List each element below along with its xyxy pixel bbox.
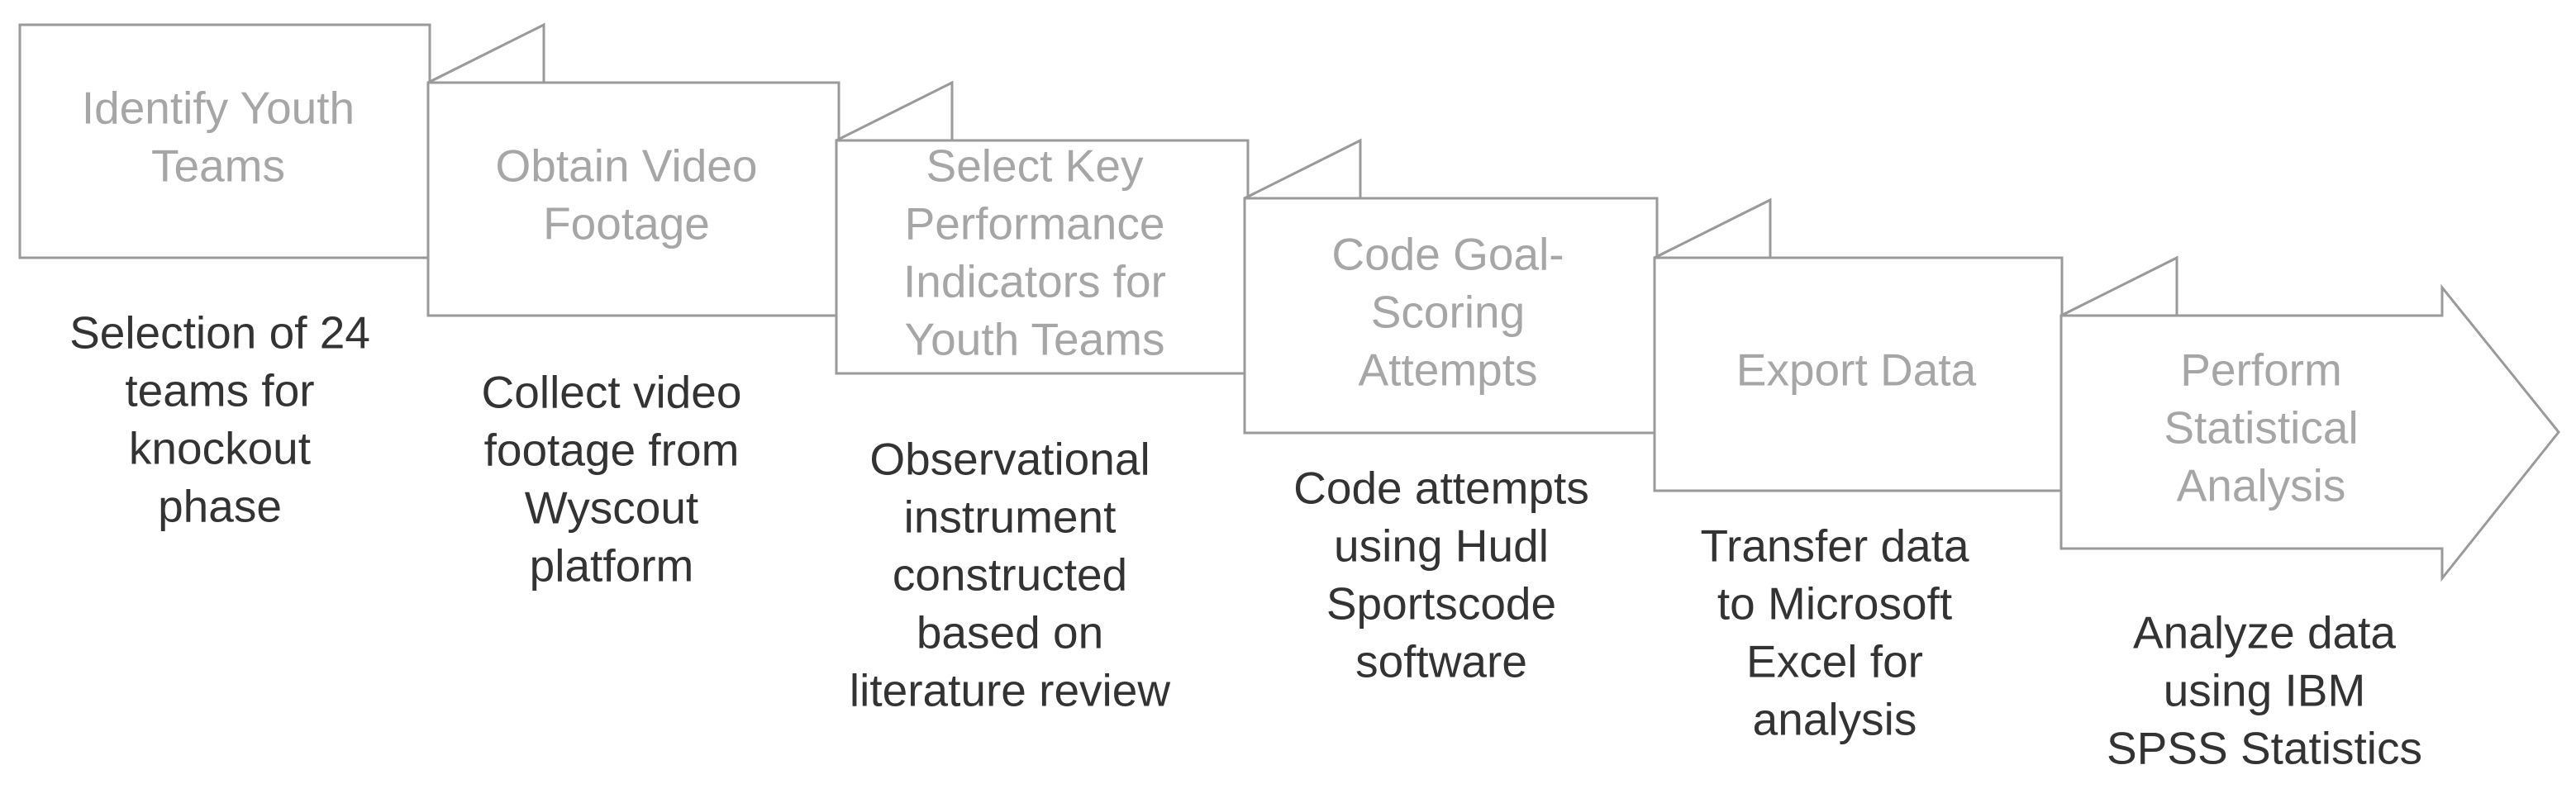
step-5-title-line: Export Data: [1736, 344, 1977, 396]
step-4-title-line: Attempts: [1358, 344, 1537, 396]
step-5-description-line: to Microsoft: [1717, 578, 1952, 630]
step-1-description-line: phase: [158, 481, 282, 532]
step-6-description-line: using IBM: [2164, 665, 2366, 716]
step-6-title-line: Statistical: [2164, 402, 2358, 454]
step-2-shape: [426, 22, 840, 317]
step-3-shape: [835, 80, 1250, 375]
step-3-title-line: Indicators for: [903, 256, 1166, 307]
step-1-description-line: Selection of 24: [69, 307, 370, 359]
step-4-shape: [1243, 138, 1659, 435]
step-4-title-line: Scoring: [1371, 287, 1525, 338]
step-6-description-line: SPSS Statistics: [2107, 723, 2422, 774]
step-6-shape: [2059, 255, 2560, 582]
step-5-shape: [1653, 197, 2064, 492]
step-1-title-line: Identify Youth: [82, 83, 355, 134]
step-1-description-line: knockout: [129, 423, 311, 474]
step-3-title-line: Select Key: [926, 140, 1144, 192]
step-4-description-line: using Hudl: [1334, 520, 1549, 572]
step-2-description-line: footage from: [484, 425, 740, 476]
step-1-description-line: teams for: [125, 365, 314, 416]
step-5-description-line: Excel for: [1746, 636, 1923, 687]
step-6-title-line: Perform: [2180, 344, 2342, 396]
step-3-description-line: instrument: [904, 492, 1117, 543]
step-6-description-line: Analyze data: [2133, 607, 2396, 658]
step-5-description-line: Transfer data: [1700, 520, 1969, 572]
step-3-description-line: constructed: [893, 549, 1127, 601]
step-3-description-line: Observational: [869, 434, 1150, 485]
step-2-description-line: Wyscout: [525, 482, 698, 534]
step-6-title-line: Analysis: [2177, 460, 2346, 511]
step-1-title-line: Teams: [151, 140, 285, 192]
step-3-title-line: Youth Teams: [905, 314, 1165, 365]
step-2-description-line: platform: [530, 540, 694, 592]
step-2-title-line: Footage: [543, 198, 710, 249]
step-2-title-line: Obtain Video: [495, 140, 757, 192]
step-5-description-line: analysis: [1753, 694, 1917, 745]
step-4-description-line: Code attempts: [1293, 463, 1589, 514]
step-4-title-line: Code Goal-: [1331, 229, 1564, 280]
step-3-description-line: based on: [917, 607, 1103, 658]
step-4-description-line: software: [1355, 636, 1527, 687]
step-3-title-line: Performance: [905, 198, 1165, 249]
step-1-shape: [18, 23, 431, 259]
step-3-description-line: literature review: [850, 665, 1170, 716]
step-2-description-line: Collect video: [482, 367, 742, 418]
step-4-description-line: Sportscode: [1326, 578, 1556, 630]
